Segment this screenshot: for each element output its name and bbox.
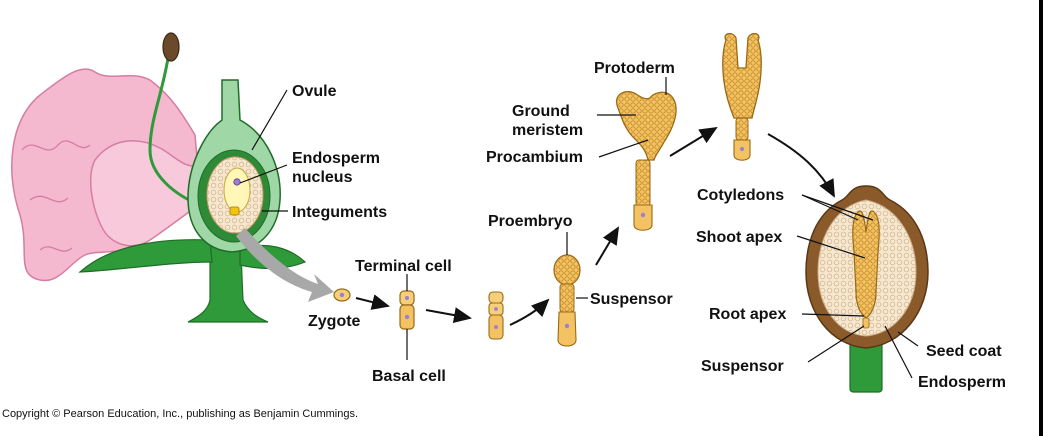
four-cell-nucleus-b <box>494 325 498 329</box>
egg-cell <box>230 207 239 215</box>
torpedo-stage-embryo <box>723 34 762 161</box>
endosperm-nucleus-dot <box>234 179 240 185</box>
right-edge-bar <box>1039 0 1043 436</box>
basal-cell-nucleus <box>405 315 409 319</box>
label-cotyledons: Cotyledons <box>697 187 784 204</box>
label-root-apex: Root apex <box>709 306 786 323</box>
four-cell-stage <box>489 292 503 339</box>
arrow-proembryo-to-globular <box>596 228 618 265</box>
label-seed-coat: Seed coat <box>926 343 1002 360</box>
heart-embryo-basal <box>634 205 652 230</box>
label-endosperm: Endosperm <box>918 374 1006 391</box>
label-proembryo: Proembryo <box>488 213 573 230</box>
proembryo-basal-nucleus <box>565 324 569 328</box>
arrow-heart-to-torpedo <box>670 128 716 156</box>
label-endosperm-nucleus-line1: Endosperm <box>292 150 380 167</box>
heart-embryo-body <box>617 92 677 160</box>
label-ground-meristem-line2: meristem <box>512 122 583 139</box>
label-basal-cell: Basal cell <box>372 368 446 385</box>
label-ovule: Ovule <box>292 83 337 100</box>
zygote-nucleus <box>340 293 344 297</box>
arrow-four-cell-to-proembryo <box>510 300 548 325</box>
label-procambium: Procambium <box>486 149 583 166</box>
label-terminal-cell: Terminal cell <box>355 258 452 275</box>
stigma <box>163 33 179 61</box>
torpedo-embryo-body <box>723 34 762 118</box>
terminal-cell-nucleus <box>405 296 409 300</box>
arrow-zygote-to-two-cell <box>356 298 388 306</box>
heart-embryo-suspensor <box>636 160 650 206</box>
label-shoot-apex: Shoot apex <box>696 229 782 246</box>
label-zygote: Zygote <box>308 313 361 330</box>
leader-ovule <box>252 90 287 150</box>
four-cell-top <box>489 292 503 303</box>
proembryo-head <box>554 255 580 285</box>
torpedo-embryo-basal-nucleus <box>740 147 744 151</box>
copyright-notice: Copyright © Pearson Education, Inc., pub… <box>2 408 358 420</box>
proembryo-suspensor <box>560 284 574 312</box>
flower-illustration <box>12 33 305 322</box>
label-protoderm: Protoderm <box>594 60 675 77</box>
two-cell-stage <box>400 274 414 360</box>
mature-seed <box>797 186 928 392</box>
zygote-stage <box>334 289 350 301</box>
heart-stage-embryo <box>597 77 676 230</box>
arrow-two-cell-to-four-cell <box>426 310 470 318</box>
label-ground-meristem-line1: Ground <box>512 103 570 120</box>
embryo-sac <box>224 168 250 212</box>
proembryo-basal <box>558 312 576 346</box>
torpedo-embryo-suspensor <box>736 118 748 140</box>
four-cell-nucleus-a <box>494 307 498 311</box>
proembryo-stage <box>554 232 588 346</box>
label-endosperm-nucleus-line2: nucleus <box>292 169 353 186</box>
label-suspensor-seed: Suspensor <box>701 358 784 375</box>
label-integuments: Integuments <box>292 204 387 221</box>
label-suspensor-early: Suspensor <box>590 291 673 308</box>
leader-seed-coat <box>898 332 918 346</box>
heart-embryo-basal-nucleus <box>641 213 645 217</box>
leader-procambium <box>599 140 648 157</box>
